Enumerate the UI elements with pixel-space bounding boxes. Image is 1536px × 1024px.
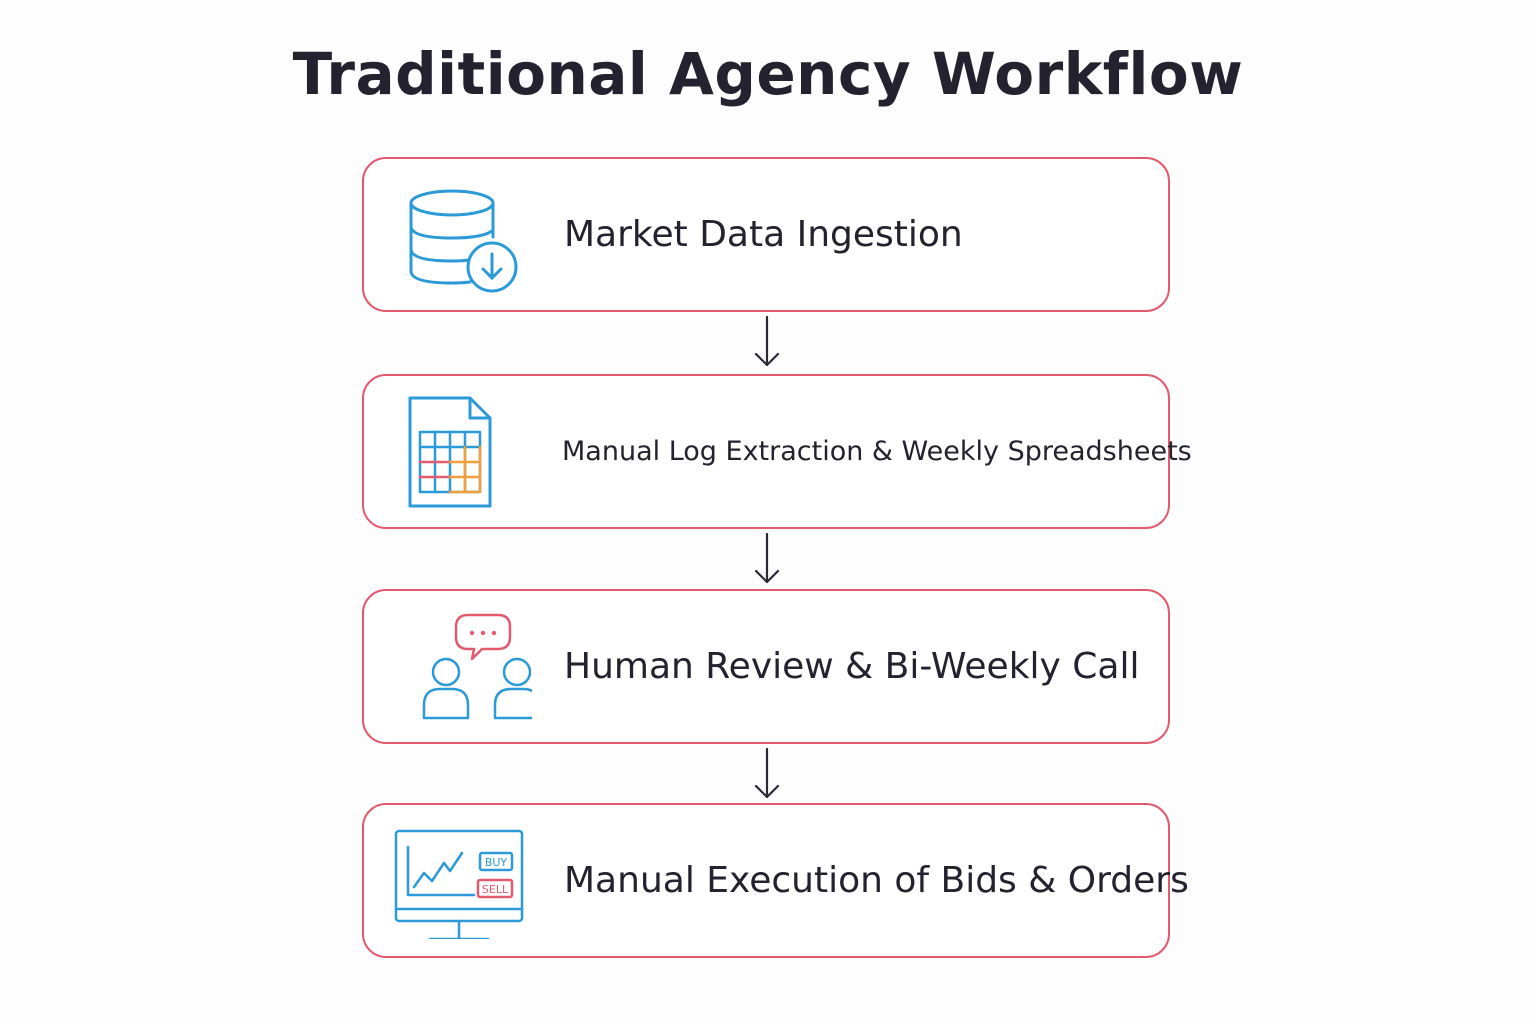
arrow-down-icon <box>754 315 780 367</box>
sell-icon-label: SELL <box>482 883 509 896</box>
database-download-icon <box>409 189 518 293</box>
step-manual-execution: BUY SELL Manual Execution of Bids & Orde… <box>362 803 1189 958</box>
spreadsheet-icon <box>408 396 492 508</box>
step-human-review: Human Review & Bi-Weekly Call <box>362 589 1170 744</box>
diagram-title: Traditional Agency Workflow <box>292 40 1244 108</box>
buy-icon-label: BUY <box>485 856 508 869</box>
step-market-data-ingestion: Market Data Ingestion <box>362 157 1170 312</box>
arrow-down-icon <box>754 532 780 584</box>
step-label: Manual Execution of Bids & Orders <box>564 860 1189 901</box>
trading-monitor-icon: BUY SELL <box>394 829 524 939</box>
step-label: Manual Log Extraction & Weekly Spreadshe… <box>562 436 1192 467</box>
people-chat-icon <box>422 613 532 720</box>
step-manual-log-extraction: Manual Log Extraction & Weekly Spreadshe… <box>362 374 1192 529</box>
step-label: Human Review & Bi-Weekly Call <box>564 646 1140 687</box>
step-label: Market Data Ingestion <box>564 214 963 255</box>
arrow-down-icon <box>754 747 780 799</box>
